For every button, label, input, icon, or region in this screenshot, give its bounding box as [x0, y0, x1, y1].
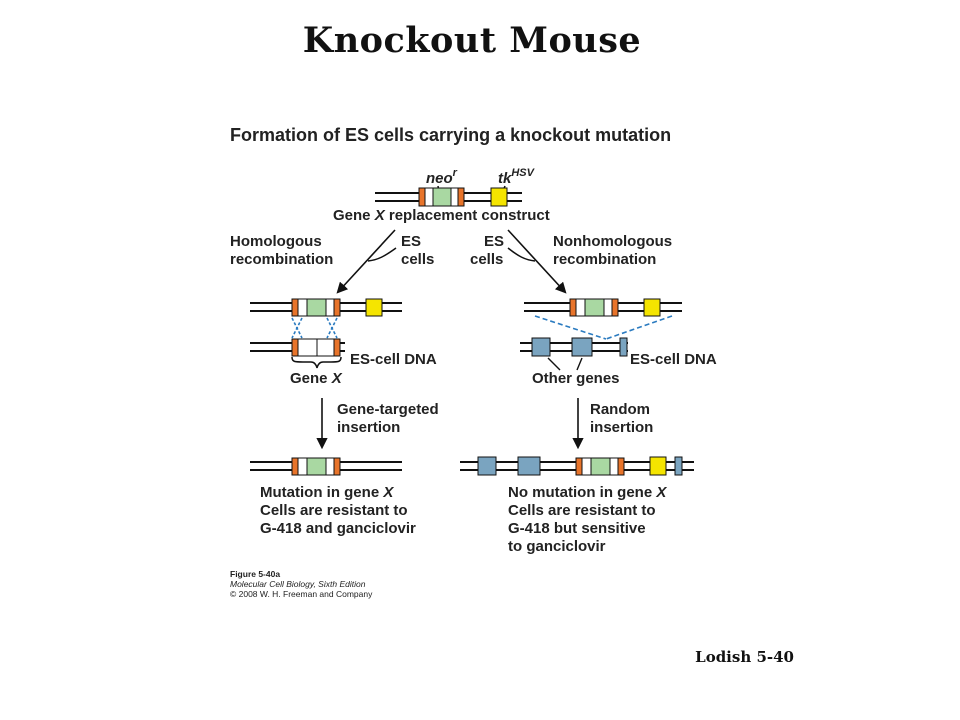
es-cells-left-label: ES cells	[401, 233, 434, 268]
construct-label: Gene X replacement construct	[333, 207, 550, 224]
homologous-label: Homologous recombination	[230, 233, 333, 268]
gene-x-label: Gene X	[290, 370, 343, 387]
left-es-cell-dna	[250, 338, 345, 357]
gene-targeted-label: Gene-targeted insertion	[337, 401, 443, 436]
right-insertion-lines	[534, 315, 673, 340]
right-construct	[524, 298, 682, 317]
neo-label: neor	[426, 167, 458, 187]
other-genes-label: Other genes	[532, 370, 620, 387]
right-es-cell-dna	[520, 337, 628, 357]
nonhomologous-arrow	[507, 229, 567, 294]
other-genes-pointer-1	[547, 357, 561, 371]
left-es-cell-dna-label: ES-cell DNA	[350, 351, 437, 368]
other-genes-pointer-2	[576, 357, 583, 371]
replacement-construct	[375, 187, 522, 207]
caption-copyright: © 2008 W. H. Freeman and Company	[230, 589, 373, 599]
left-crossover-lines	[291, 317, 338, 339]
right-result-text: No mutation in gene X Cells are resistan…	[508, 484, 671, 555]
es-cells-right-label: ES cells	[470, 233, 508, 268]
slide-credit: Lodish 5-40	[695, 648, 794, 666]
nonhomologous-label: Nonhomologous recombination	[553, 233, 676, 268]
slide-title: Knockout Mouse	[302, 20, 642, 61]
right-result-dna	[460, 456, 694, 476]
tk-label: tkHSV	[498, 167, 536, 187]
left-construct	[250, 298, 402, 317]
left-result-dna	[250, 457, 402, 476]
es-cells-right-join	[507, 247, 536, 262]
caption-figure: Figure 5-40a	[230, 569, 280, 579]
left-result-text: Mutation in gene X Cells are resistant t…	[260, 484, 416, 537]
gene-x-brace	[291, 356, 342, 369]
es-cells-left-join	[367, 247, 397, 262]
figure-heading: Formation of ES cells carrying a knockou…	[230, 125, 671, 145]
homologous-arrow	[336, 229, 396, 294]
random-insertion-label: Random insertion	[590, 401, 654, 436]
right-es-cell-dna-label: ES-cell DNA	[630, 351, 717, 368]
caption-book: Molecular Cell Biology, Sixth Edition	[230, 579, 366, 589]
